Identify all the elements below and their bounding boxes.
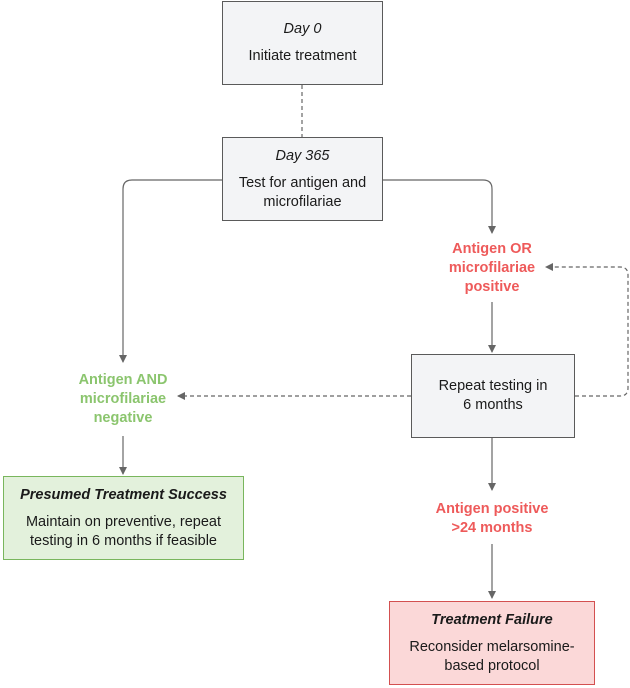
antigen-or-microfilariae-positive-label: Antigen OR microfilariae positive: [448, 241, 536, 295]
day365-box: Day 365 Test for antigen and microfilari…: [222, 137, 383, 221]
repeat-testing-box: Repeat testing in 6 months: [411, 354, 575, 438]
connector-repeat-loop-to-positive: [545, 263, 629, 397]
antigen-and-microfilariae-negative-label: Antigen AND microfilariae negative: [78, 372, 168, 426]
day0-body: Initiate treatment: [248, 48, 357, 64]
presumed-treatment-success-box: Presumed Treatment Success Maintain on p…: [3, 476, 244, 560]
treatment-failure-box: Treatment Failure Reconsider melarsomine…: [389, 601, 595, 685]
failure-heading: Treatment Failure: [431, 611, 553, 628]
day0-heading: Day 0: [283, 21, 322, 37]
failure-body: Reconsider melarsomine- based protocol: [409, 638, 575, 674]
repeat-testing-body: Repeat testing in 6 months: [438, 378, 548, 413]
antigen-positive-over-24-months-label: Antigen positive >24 months: [435, 501, 549, 536]
success-body: Maintain on preventive, repeat testing i…: [25, 513, 222, 549]
success-heading: Presumed Treatment Success: [20, 486, 227, 503]
day0-box: Day 0 Initiate treatment: [222, 1, 383, 85]
day365-body: Test for antigen and microfilariae: [238, 174, 367, 210]
connector-day365-to-negative: [119, 179, 222, 363]
day365-heading: Day 365: [275, 147, 330, 164]
connector-day365-to-positive: [383, 179, 496, 234]
